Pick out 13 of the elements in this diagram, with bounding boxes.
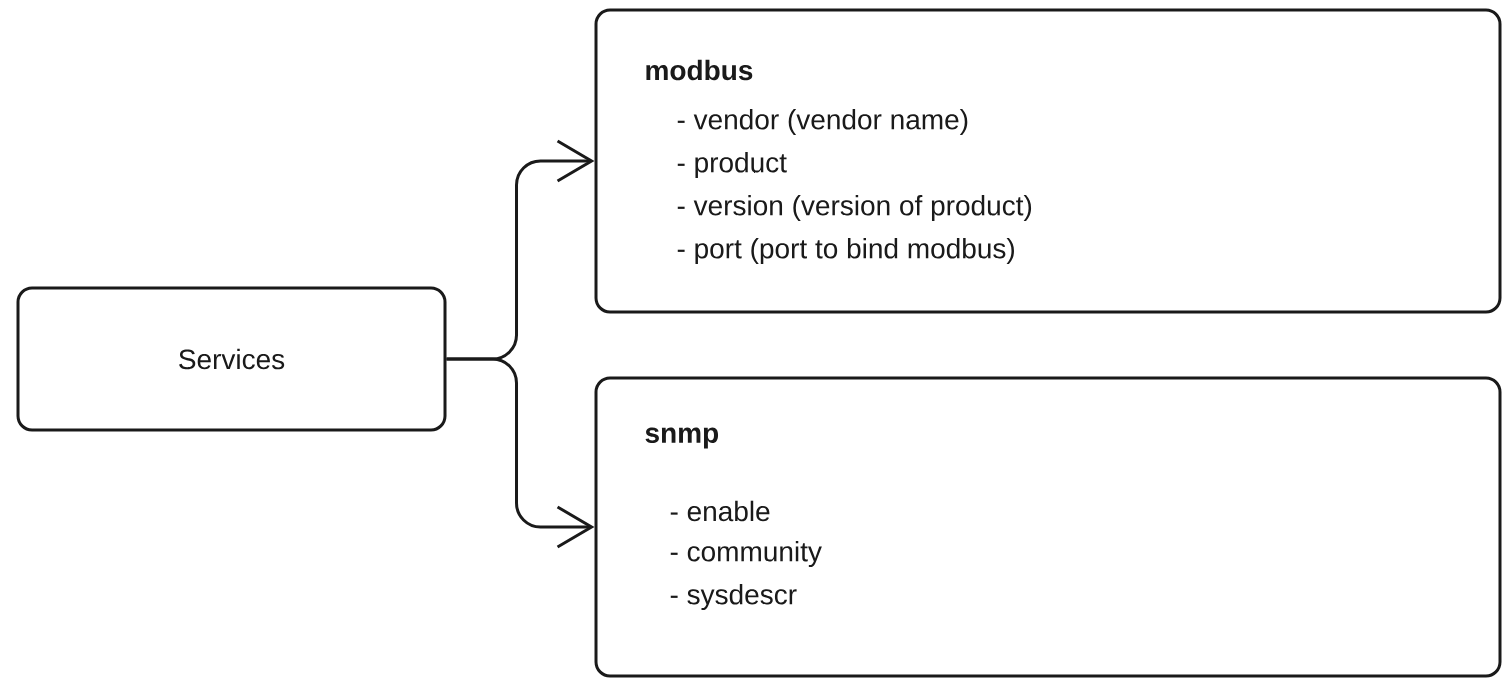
- process-box: Services: [16, 286, 447, 432]
- heading: snmp: [645, 427, 719, 449]
- list-item: - vendor (vendor name): [677, 108, 968, 136]
- list-item: - port (port to bind modbus): [677, 237, 1014, 265]
- heading: modbus: [646, 59, 753, 81]
- list-item: - product: [677, 151, 787, 179]
- list-item: - version (version of product): [677, 194, 1032, 222]
- list-item: - sysdescr: [670, 583, 797, 611]
- list-box: [594, 376, 1502, 678]
- list-box: [594, 8, 1502, 314]
- list-item: - enable: [670, 500, 770, 522]
- list-item: - community: [670, 540, 822, 568]
- arrow: [446, 357, 595, 549]
